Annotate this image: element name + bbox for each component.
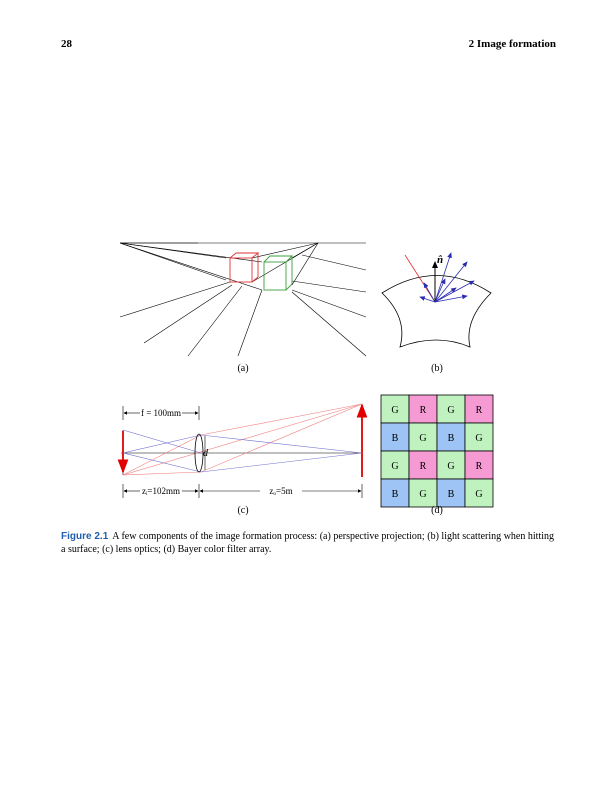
lens <box>194 433 204 473</box>
bayer-cell-label: G <box>391 405 398 416</box>
focal-length-label: f = 100mm <box>141 408 181 418</box>
bayer-cell-label: B <box>448 489 455 500</box>
running-head: 2 Image formation <box>468 38 556 50</box>
caption-text: A few components of the image formation … <box>61 531 554 555</box>
panel-d-bayer-array: G R G R B G B G G R G R B G B G <box>380 394 494 508</box>
bayer-cell <box>380 394 410 424</box>
bayer-cell-label: B <box>392 489 399 500</box>
bayer-cell-label: G <box>419 433 426 444</box>
bayer-cell <box>436 422 466 452</box>
red-cube <box>229 252 260 283</box>
normal-symbol: n̂ <box>437 254 443 266</box>
object-distance-label: zₒ=5m <box>269 486 292 496</box>
bayer-cell-label: G <box>447 405 454 416</box>
bayer-cell-label: R <box>420 461 427 472</box>
label-a: (a) <box>237 363 248 374</box>
caption-label: Figure 2.1 <box>61 531 109 542</box>
page-number: 28 <box>61 38 72 50</box>
bayer-cell-label: G <box>419 489 426 500</box>
bayer-cell <box>408 478 438 508</box>
label-d: (d) <box>431 505 443 516</box>
panel-c-lens-optics: d f = 100mm zᵢ=102mm zₒ=5m <box>117 403 368 498</box>
label-c: (c) <box>237 505 248 516</box>
bayer-cell-label: G <box>475 489 482 500</box>
label-b: (b) <box>431 363 443 374</box>
image-distance-label: zᵢ=102mm <box>142 486 180 496</box>
bayer-cell <box>408 422 438 452</box>
bayer-cell <box>464 394 494 424</box>
bayer-cell <box>464 422 494 452</box>
bayer-cell <box>436 478 466 508</box>
bayer-cell-label: R <box>476 461 483 472</box>
bayer-cell <box>464 478 494 508</box>
green-cube <box>263 255 294 291</box>
bayer-cell-label: G <box>391 461 398 472</box>
incident-ray <box>404 254 436 303</box>
lens-diameter-label: d <box>203 448 209 459</box>
bayer-cell-label: G <box>475 433 482 444</box>
bayer-cell <box>380 450 410 480</box>
bayer-cell <box>380 478 410 508</box>
bayer-cell-label: B <box>448 433 455 444</box>
panel-a-perspective <box>119 242 367 357</box>
bayer-cell-label: B <box>392 433 399 444</box>
bayer-cell-label: G <box>447 461 454 472</box>
bayer-cell-label: R <box>476 405 483 416</box>
panel-b-scattering: n̂ <box>381 252 492 348</box>
bayer-cell-label: R <box>420 405 427 416</box>
